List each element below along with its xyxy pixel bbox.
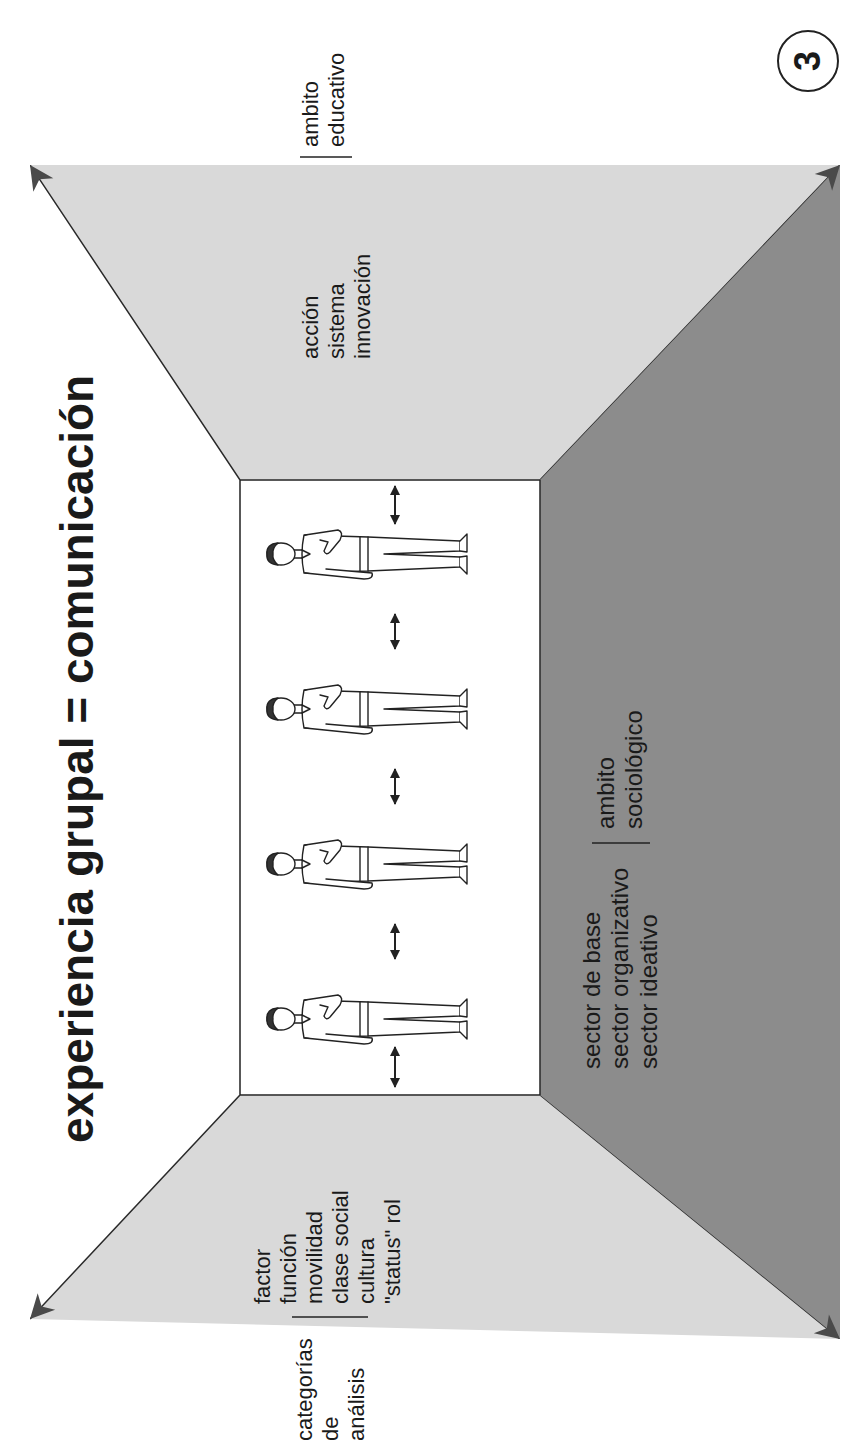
category-list-wrap: factor función movilidad clase social cu… bbox=[250, 1182, 406, 1304]
separator-bar bbox=[292, 1316, 368, 1318]
corner-arrow-marker bbox=[21, 1293, 55, 1327]
person-figure bbox=[267, 840, 467, 889]
separator-bar bbox=[300, 156, 352, 158]
category-list-wrap: acción sistema innovación bbox=[298, 234, 376, 359]
figure-number-circle bbox=[778, 31, 838, 91]
figure-number-wrap: 3 bbox=[787, 51, 829, 71]
axis-heading-wrap: categorías de análisis bbox=[292, 1341, 370, 1441]
sector-list-wrap: sector de base sector organizativo secto… bbox=[578, 855, 663, 1069]
corner-arrow-marker bbox=[814, 1315, 848, 1349]
exchange-arrow bbox=[394, 1047, 396, 1087]
axis-heading: categorías de análisis bbox=[292, 1341, 370, 1441]
person-figure bbox=[267, 530, 467, 579]
domain-heading-wrap: ambito educativo bbox=[298, 22, 350, 147]
domain-heading: ambito sociológico bbox=[592, 679, 649, 829]
corner-arrow-marker bbox=[20, 158, 53, 191]
category-list: acción sistema innovación bbox=[298, 234, 376, 359]
floor-panel-outline bbox=[540, 165, 840, 1339]
separator-bar bbox=[592, 842, 650, 844]
exchange-arrow bbox=[394, 924, 396, 959]
floor-panel-edge bbox=[540, 480, 541, 1095]
domain-heading-wrap: ambito sociológico bbox=[592, 679, 649, 829]
person-figure bbox=[267, 685, 467, 734]
back-wall bbox=[240, 480, 540, 1095]
exchange-arrow bbox=[394, 614, 396, 649]
domain-heading: ambito educativo bbox=[298, 22, 350, 147]
figure-number: 3 bbox=[787, 51, 829, 71]
category-list: factor función movilidad clase social cu… bbox=[250, 1182, 406, 1304]
exchange-arrow bbox=[394, 486, 396, 524]
person-figure bbox=[267, 995, 467, 1044]
exchange-arrow bbox=[394, 769, 396, 804]
corner-arrow-marker bbox=[815, 157, 849, 191]
floor-panel-fill bbox=[540, 165, 840, 1339]
diagram-title: experiencia grupal = comunicación bbox=[50, 375, 104, 1143]
title-wrap: experiencia grupal = comunicación bbox=[50, 375, 104, 1143]
figure-number-circle: 3 bbox=[776, 29, 840, 93]
sector-list: sector de base sector organizativo secto… bbox=[578, 855, 663, 1069]
floor-panel: sector de base sector organizativo secto… bbox=[540, 165, 840, 1339]
